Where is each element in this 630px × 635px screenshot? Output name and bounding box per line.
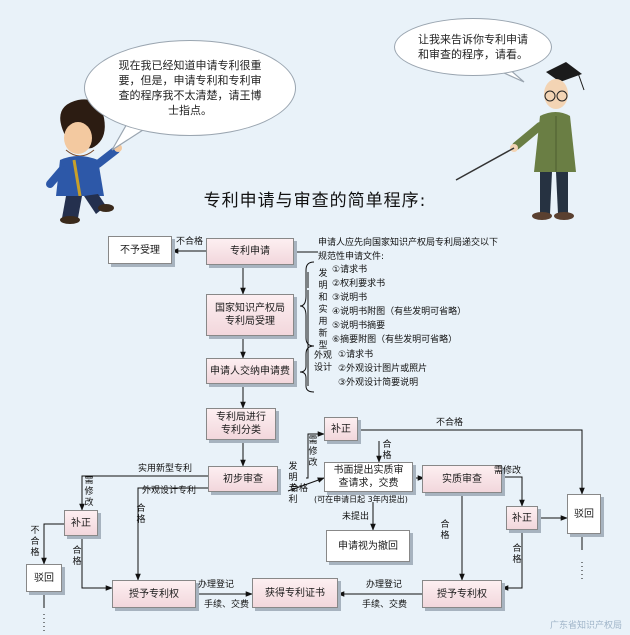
- label-invention-patent: 发明专利: [288, 462, 298, 505]
- brace-group2: [299, 345, 315, 393]
- label-needs-fix-top: 需修改: [308, 436, 318, 468]
- group2-list: ①请求书 ②外观设计图片或照片 ③外观设计简要说明: [338, 348, 427, 390]
- label-register-right: 办理登记: [366, 580, 403, 590]
- group1-item: ⑤说明书摘要: [332, 321, 386, 331]
- node-withdrawn: 申请视为撤回: [326, 530, 410, 562]
- node-grant-left: 授予专利权: [112, 580, 196, 608]
- label-qualified-right: 合格: [512, 544, 522, 565]
- group1-item: ②权利要求书: [332, 279, 386, 289]
- group1-label: 发明和实用新型: [318, 269, 328, 351]
- node-correct-right: 补正: [506, 506, 538, 530]
- intro-text: 申请人应先向国家知识产权局专利局递交以下 规范性申请文件:: [318, 236, 498, 264]
- exam-request-note: (可在申请日起 3年内提出): [314, 495, 408, 504]
- brace-group1: [299, 261, 315, 347]
- group2-item: ①请求书: [338, 350, 374, 360]
- label-procedures-left: 手续、交费: [204, 600, 250, 610]
- group1-item: ④说明书附图（有些发明可省略）: [332, 307, 467, 317]
- node-office-accept: 国家知识产权局专利局受理: [206, 294, 294, 336]
- label-procedures-right: 手续、交费: [362, 600, 408, 610]
- label-design-patent: 外观设计专利: [142, 486, 197, 496]
- group2-label: 外观设计: [314, 351, 333, 373]
- node-apply: 专利申请: [206, 238, 294, 265]
- label-needs-fix-right: 需修改: [494, 466, 522, 476]
- node-reject-right: 驳回: [567, 494, 601, 534]
- doctor-character: [455, 62, 585, 220]
- node-certificate: 获得专利证书: [252, 578, 338, 608]
- node-substantive-review: 实质审查: [422, 465, 502, 493]
- intro-line-2: 规范性申请文件:: [318, 252, 385, 262]
- speech-bubble-right: 让我来告诉你专利申请和审查的程序，请看。: [394, 18, 552, 76]
- node-correct-left: 补正: [64, 510, 98, 536]
- node-grant-right: 授予专利权: [422, 580, 502, 608]
- label-needs-fix-left: 需修改: [84, 476, 94, 508]
- node-correct-top: 补正: [324, 417, 358, 441]
- group1-item: ③说明书: [332, 293, 368, 303]
- node-pay-fee: 申请人交纳申请费: [206, 358, 294, 384]
- label-unqualified-left: 不合格: [30, 526, 40, 558]
- label-qualified-substantive: 合格: [440, 520, 450, 541]
- watermark: 广东省知识产权局: [549, 621, 622, 631]
- group1-item: ①请求书: [332, 265, 368, 275]
- group1-list: ①请求书 ②权利要求书 ③说明书 ④说明书附图（有些发明可省略） ⑤说明书摘要 …: [332, 263, 466, 347]
- node-prelim-review: 初步审查: [208, 466, 278, 492]
- speech-bubble-left: 现在我已经知道申请专利很重要，但是，申请专利和专利审查的程序我不太清楚，请王博士…: [84, 40, 296, 136]
- intro-line-1: 申请人应先向国家知识产权局专利局递交以下: [318, 238, 499, 248]
- node-classify: 专利局进行专利分类: [206, 408, 276, 440]
- label-unqualified-top: 不合格: [176, 237, 204, 247]
- diagram-title: 专利申请与审查的简单程序:: [203, 191, 427, 211]
- label-utility-model: 实用新型专利: [138, 464, 193, 474]
- label-qualified-prelim: 合格: [290, 484, 309, 494]
- label-qualified-top: 合格: [382, 440, 392, 461]
- node-exam-request: 书面提出实质审查请求，交费: [324, 462, 413, 492]
- group2-item: ②外观设计图片或照片: [338, 364, 428, 374]
- label-qualified-left-lower: 合格: [72, 546, 82, 567]
- group1-item: ⑥摘要附图（有些发明可省略）: [332, 335, 458, 345]
- label-qualified-left: 合格: [136, 504, 146, 525]
- young-man-character: [46, 99, 122, 224]
- node-reject-accept: 不予受理: [108, 236, 172, 264]
- node-reject-left: 驳回: [26, 564, 62, 592]
- label-register-left: 办理登记: [198, 580, 235, 590]
- label-not-raised: 未提出: [342, 512, 370, 522]
- label-unqualified-right: 不合格: [436, 418, 464, 428]
- group2-item: ③外观设计简要说明: [338, 378, 419, 388]
- connectors: [41, 248, 585, 632]
